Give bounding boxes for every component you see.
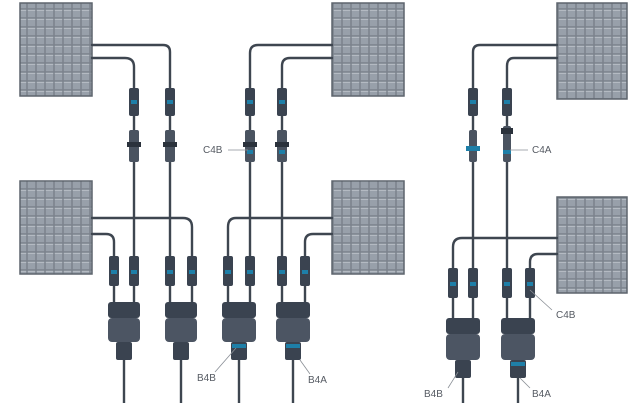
y-branch-row [108,302,535,378]
solar-panel-icon [556,196,628,294]
mc4-connector-icon [187,256,197,286]
mc4-connector-icon [165,88,175,116]
mc4-connector-icon [468,88,478,116]
label-c4b-top: C4B [203,145,223,156]
mc4-connector-icon [466,130,480,162]
solar-panel-icon [19,2,93,97]
label-b4b-left: B4B [197,373,216,384]
y-branch-connector-icon [165,302,197,360]
mc4-connector-icon [163,130,177,162]
solar-panel-top-left [19,2,93,97]
mc4-connector-icon [127,130,141,162]
mc4-connector-icon [468,268,478,298]
leader-lines [214,149,553,389]
mc4-connector-icon [300,256,310,286]
label-c4a-top: C4A [532,145,552,156]
connector-row-upper [129,88,512,116]
solar-panel-top-center [331,2,405,97]
mc4-connector-icon [245,256,255,286]
mc4-connector-icon [223,256,233,286]
label-b4a-right: B4A [532,389,551,400]
solar-panel-mid-right [556,196,628,294]
mc4-connector-icon [277,88,287,116]
solar-panel-top-right [556,2,628,100]
solar-panel-icon [19,180,93,275]
mc4-connector-icon [165,256,175,286]
label-c4b-right: C4B [556,310,576,321]
y-branch-connector-icon [446,318,480,378]
solar-panel-icon [331,2,405,97]
y-branch-connector-icon [108,302,140,360]
label-b4a-left: B4A [308,375,327,386]
mc4-connector-icon [502,88,512,116]
mc4-connector-icon [277,256,287,286]
mc4-connector-icon [109,256,119,286]
solar-panel-mid-center [331,180,405,275]
solar-panel-mid-left [19,180,93,275]
cables [90,43,559,403]
mc4-connector-icon [525,268,535,298]
solar-panel-icon [331,180,405,275]
mc4-connector-icon [501,126,513,162]
y-branch-connector-icon [501,318,535,378]
y-branch-connector-icon [222,302,256,360]
mc4-connector-icon [129,256,139,286]
connector-row-lower [109,256,535,298]
y-branch-connector-icon [276,302,310,360]
mc4-connector-icon [129,88,139,116]
label-b4b-right: B4B [424,389,443,400]
connector-row-coupler [127,126,513,162]
mc4-connector-icon [245,88,255,116]
mc4-connector-icon [502,268,512,298]
solar-panel-icon [556,2,628,100]
mc4-connector-icon [275,130,289,162]
mc4-connector-icon [448,268,458,298]
labels: C4B C4A C4B B4B B4A B4B B4A [197,145,576,400]
mc4-connector-icon [243,130,257,162]
